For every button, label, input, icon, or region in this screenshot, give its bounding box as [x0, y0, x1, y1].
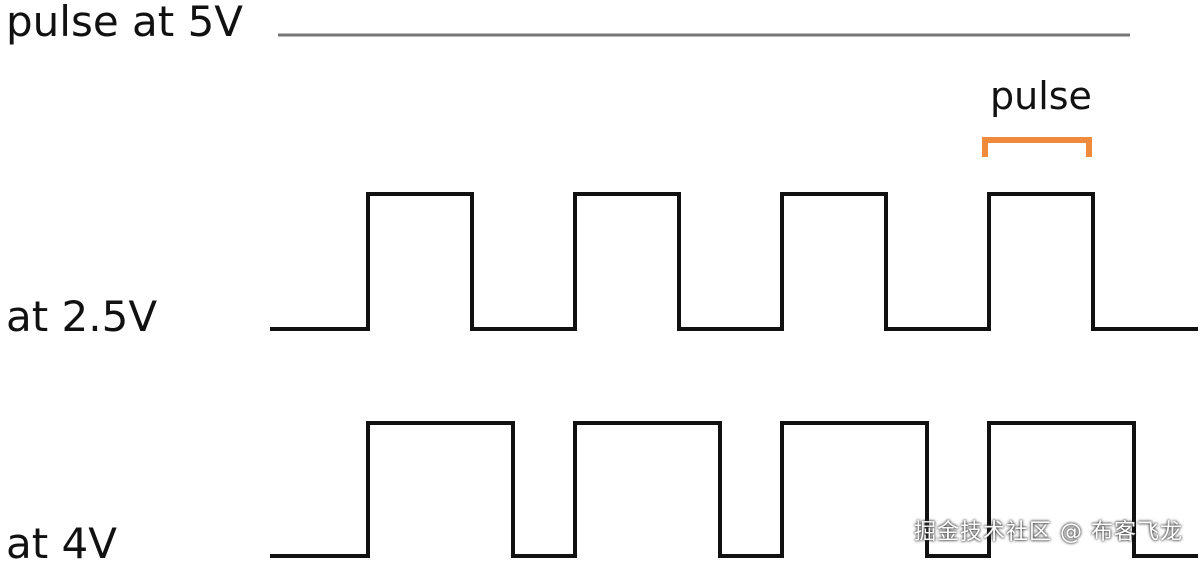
watermark: 掘金技术社区 @ 布客飞龙	[914, 520, 1183, 545]
waveform-4v	[270, 421, 1198, 558]
row-label-5v: pulse at 5V	[6, 0, 243, 46]
row-label-2-5v: at 2.5V	[6, 292, 157, 341]
pulse-annotation-label: pulse	[990, 74, 1092, 118]
pulse-bracket	[982, 137, 1092, 157]
row-label-4v: at 4V	[6, 519, 117, 562]
waveform-2-5v	[270, 192, 1198, 331]
